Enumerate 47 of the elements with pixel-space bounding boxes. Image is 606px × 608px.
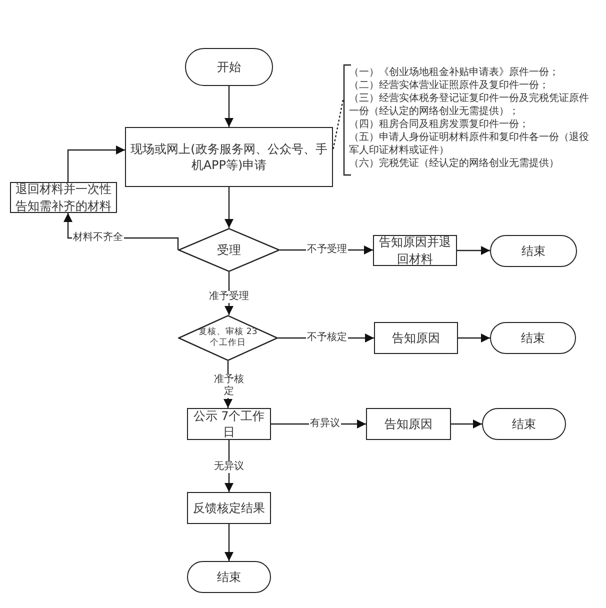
node-label: 结束 xyxy=(511,416,537,432)
arrow xyxy=(224,524,234,561)
terminal-shape xyxy=(185,48,273,86)
node-label: 结束 xyxy=(520,330,546,346)
node-label: 反馈核定结果 xyxy=(192,500,266,516)
process-box xyxy=(374,322,458,354)
edge-label: 不予核定 xyxy=(306,332,348,344)
edge-label: 准予核定 xyxy=(212,374,246,398)
note-text: （三）经营实体税务登记证复印件一份及完税凭证原件一份（经认定的网络创业无需提供）； xyxy=(349,92,590,118)
node-label: 复核、审核 23个工作日 xyxy=(198,326,258,350)
process-box xyxy=(125,127,333,187)
arrow xyxy=(67,146,125,182)
edge-label: 准予受理 xyxy=(208,291,250,303)
note-text: （一）《创业场地租金补贴申请表》原件一份； xyxy=(349,66,560,79)
terminal-shape xyxy=(482,408,566,440)
node-label: 现场或网上(政务服务网、公众号、手机APP等)申请 xyxy=(130,140,328,174)
note-text: （四）租房合同及租房发票复印件一份； xyxy=(349,118,530,131)
note-text: （六）完税凭证（经认定的网络创业无需提供） xyxy=(349,157,560,170)
arrow xyxy=(451,420,482,428)
leader-line xyxy=(332,100,344,150)
decision-diamond xyxy=(178,228,280,272)
process-box xyxy=(366,408,451,440)
edge-label: 材料不齐全 xyxy=(72,232,124,244)
node-label: 结束 xyxy=(216,568,242,586)
terminal-shape xyxy=(490,235,577,267)
arrow xyxy=(224,86,234,127)
edge-label: 不予受理 xyxy=(306,244,348,256)
process-box xyxy=(373,235,457,266)
node-label: 公示 7个工作日 xyxy=(192,408,266,440)
note-text: （五）申请人身份证明材料原件和复印件各一份（退役军人印证材料或证件） xyxy=(349,131,590,157)
edge-label: 无异议 xyxy=(213,461,245,473)
decision-diamond xyxy=(178,315,278,361)
node-label: 受理 xyxy=(217,242,241,258)
terminal-shape xyxy=(187,561,271,593)
node-label: 告知原因并退回材料 xyxy=(378,234,452,267)
node-label: 退回材料并一次性告知需补齐的材料 xyxy=(14,181,112,214)
arrow xyxy=(458,334,490,342)
node-label: 开始 xyxy=(216,58,242,76)
terminal-shape xyxy=(490,322,576,354)
node-label: 告知原因 xyxy=(384,416,434,432)
node-label: 结束 xyxy=(520,242,546,260)
edge-label: 有异议 xyxy=(309,418,341,430)
note-text: （二）经营实体营业证照原件及复印件一份； xyxy=(349,79,550,92)
arrow xyxy=(224,187,234,228)
process-box xyxy=(187,492,271,524)
node-label: 告知原因 xyxy=(391,330,441,346)
arrow xyxy=(457,246,490,255)
